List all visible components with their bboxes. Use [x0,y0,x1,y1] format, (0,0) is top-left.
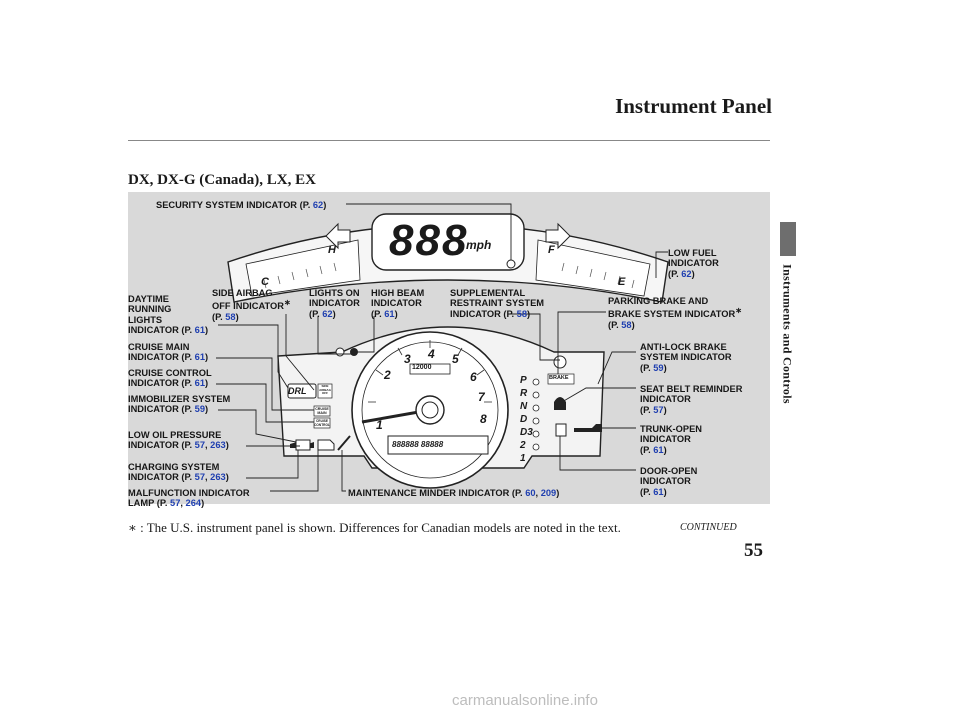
callout-parking-brake: PARKING BRAKE AND BRAKE SYSTEM INDICATOR… [608,296,742,330]
odometer-display: 12000 [412,364,432,371]
callout-low-fuel: LOW FUEL INDICATOR(P. 62) [668,248,719,279]
cruise-main-badge: CRUISE MAIN [315,407,329,415]
drl-badge: DRL [288,386,307,396]
tach-number: 2 [384,368,391,382]
callout-leader-lines [216,203,668,492]
temp-cold-mark: C [261,276,269,288]
section-tab-marker [780,222,796,256]
side-airbag-badge: SIDE AIRBAG OFF [319,384,331,396]
page-number: 55 [744,540,763,561]
callout-low-oil-pressure: LOW OIL PRESSURE INDICATOR (P. 57, 263) [128,430,229,451]
tach-number: 3 [404,352,411,366]
gear-letter: D [520,414,528,425]
callout-security-system: SECURITY SYSTEM INDICATOR (P. 62) [156,200,327,210]
page-title: Instrument Panel [615,94,772,118]
callout-door-open: DOOR-OPEN INDICATOR(P. 61) [640,466,698,497]
tach-number: 7 [478,390,485,404]
tach-number: 8 [480,412,487,426]
temp-high-mark: H [328,244,336,256]
callout-high-beam: HIGH BEAM INDICATOR(P. 61) [371,288,425,319]
tach-number: 1 [376,418,383,432]
side-section-label: Instruments and Controls [780,264,795,404]
tach-number: 5 [452,352,459,366]
instrument-panel-figure: 888 mph H C F E 12000 888888 88888 DRL C… [128,192,770,508]
speed-unit: mph [466,238,492,252]
fuel-full-mark: F [548,244,555,256]
callout-anti-lock-brake: ANTI-LOCK BRAKE SYSTEM INDICATOR(P. 59) [640,342,732,373]
fuel-empty-mark: E [618,276,626,288]
gear-letter: N [520,401,528,412]
callout-cruise-control: CRUISE CONTROL INDICATOR (P. 61) [128,368,212,389]
gear-letter: D3 [520,427,533,438]
instrument-cluster-drawing [216,203,669,492]
gear-letter: R [520,388,528,399]
title-rule [128,140,770,141]
brake-badge: BRAKE [549,375,569,381]
callout-cruise-main: CRUISE MAIN INDICATOR (P. 61) [128,342,209,363]
callout-charging-system: CHARGING SYSTEM INDICATOR (P. 57, 263) [128,462,229,483]
callout-side-airbag-off: SIDE AIRBAG OFF INDICATOR∗(P. 58) [212,288,291,322]
callout-trunk-open: TRUNK-OPEN INDICATOR(P. 61) [640,424,702,455]
tach-number: 4 [428,347,435,361]
callout-daytime-running-lights: DAYTIME RUNNING LIGHTS INDICATOR (P. 61) [128,294,209,336]
callout-immobilizer: IMMOBILIZER SYSTEM INDICATOR (P. 59) [128,394,231,415]
speed-digits: 888 [389,216,469,265]
cruise-control-badge: CRUISE CONTROL [314,419,330,427]
gear-letter: 1 [520,453,526,464]
tach-number: 6 [470,370,477,384]
callout-maintenance-minder: MAINTENANCE MINDER INDICATOR (P. 60, 209… [348,488,560,498]
continued-label: CONTINUED [680,522,737,533]
gear-letter: P [520,375,527,386]
callout-seat-belt-reminder: SEAT BELT REMINDER INDICATOR(P. 57) [640,384,743,415]
section-subtitle: DX, DX-G (Canada), LX, EX [128,172,316,188]
gear-indicator-column: P R N D D3 2 1 [520,374,533,465]
gear-letter: 2 [520,440,526,451]
callout-lights-on: LIGHTS ON INDICATOR(P. 62) [309,288,360,319]
footnote: ∗ : The U.S. instrument panel is shown. … [128,520,621,535]
trip-display: 888888 88888 [392,440,444,449]
watermark: carmanualsonline.info [452,692,598,709]
callout-srs: SUPPLEMENTAL RESTRAINT SYSTEM INDICATOR … [450,288,545,319]
callout-malfunction-lamp: MALFUNCTION INDICATOR LAMP (P. 57, 264) [128,488,250,509]
